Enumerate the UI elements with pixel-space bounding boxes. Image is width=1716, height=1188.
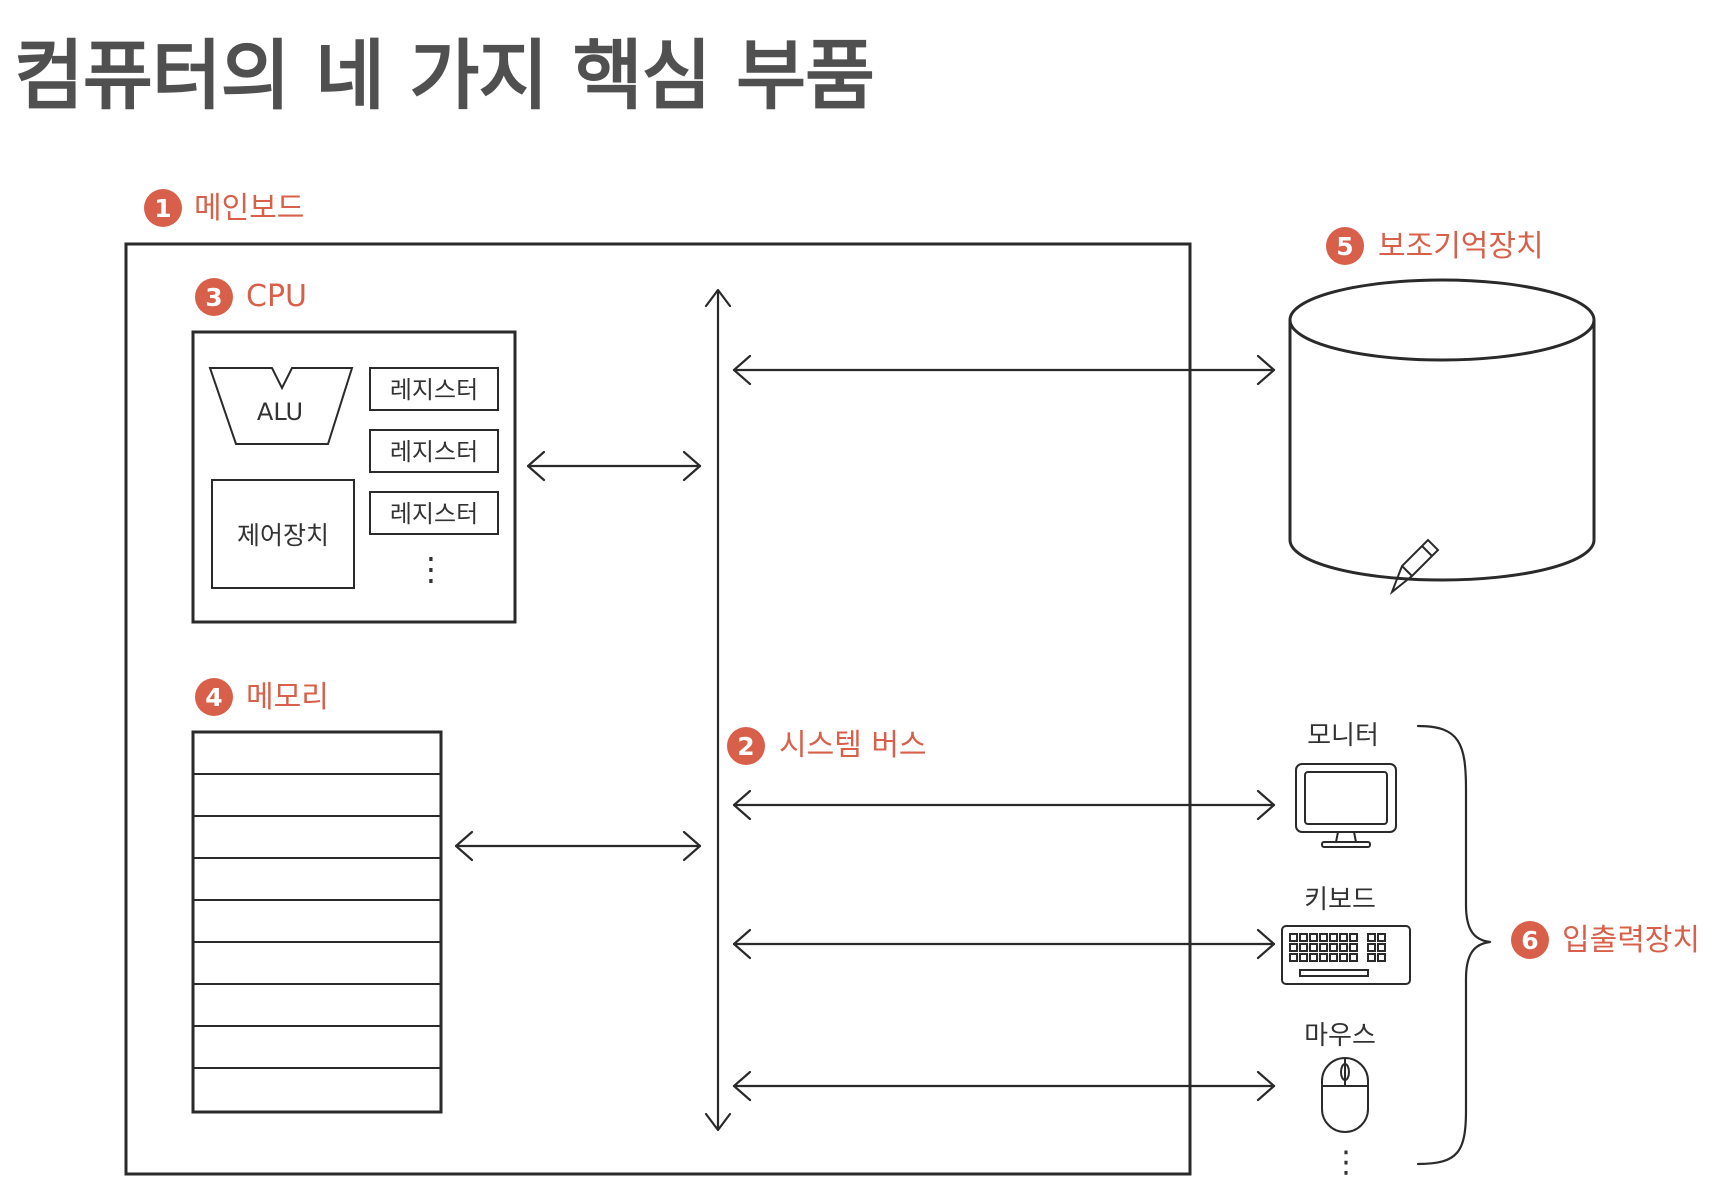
register-ellipsis: ⋮ xyxy=(415,550,447,588)
system-bus-line xyxy=(704,288,732,1132)
keyboard-key xyxy=(1319,943,1328,952)
mainboard-box xyxy=(124,242,1192,1176)
keyboard-key xyxy=(1319,953,1328,962)
keyboard-key xyxy=(1309,933,1318,942)
svg-text:메인보드: 메인보드 xyxy=(194,191,304,226)
svg-text:1: 1 xyxy=(154,194,171,223)
svg-text:6: 6 xyxy=(1521,926,1538,955)
control-unit-label: 제어장치 xyxy=(237,521,329,550)
storage-cylinder-icon xyxy=(1288,278,1596,582)
svg-text:시스템 버스: 시스템 버스 xyxy=(779,728,927,763)
keyboard-key xyxy=(1299,943,1308,952)
register-box xyxy=(369,367,499,411)
register-label: 레지스터 xyxy=(390,376,478,404)
mainboard-label: 1 메인보드 xyxy=(144,189,304,227)
svg-text:입출력장치: 입출력장치 xyxy=(1562,923,1700,958)
keyboard-key xyxy=(1367,943,1376,952)
keyboard-key xyxy=(1339,943,1348,952)
keyboard-key xyxy=(1329,933,1338,942)
pencil-icon xyxy=(1389,538,1440,596)
keyboard-key xyxy=(1367,953,1376,962)
system-bus-label: 2 시스템 버스 xyxy=(727,727,927,765)
arrow-bus-mouse xyxy=(732,1070,1276,1102)
mouse-label: 마우스 xyxy=(1304,1021,1376,1051)
keyboard-key xyxy=(1367,933,1376,942)
keyboard-key xyxy=(1289,933,1298,942)
arrow-bus-storage xyxy=(732,354,1276,386)
keyboard-key xyxy=(1289,953,1298,962)
register-box xyxy=(369,491,499,535)
keyboard-key xyxy=(1377,943,1386,952)
svg-text:메모리: 메모리 xyxy=(246,680,329,715)
svg-text:5: 5 xyxy=(1336,232,1353,261)
keyboard-key xyxy=(1339,933,1348,942)
keyboard-key xyxy=(1309,943,1318,952)
svg-text:2: 2 xyxy=(737,732,754,761)
arrow-memory-bus xyxy=(454,830,702,862)
svg-text:CPU: CPU xyxy=(246,279,307,314)
arrow-bus-keyboard xyxy=(732,928,1276,960)
monitor-icon xyxy=(1295,763,1397,848)
keyboard-key xyxy=(1349,933,1358,942)
keyboard-key xyxy=(1299,933,1308,942)
register-label: 레지스터 xyxy=(390,500,478,528)
keyboard-key xyxy=(1299,953,1308,962)
keyboard-key xyxy=(1377,933,1386,942)
keyboard-key xyxy=(1339,953,1348,962)
keyboard-key xyxy=(1309,953,1318,962)
arrow-cpu-bus xyxy=(526,450,702,482)
keyboard-key xyxy=(1329,953,1338,962)
io-ellipsis: ⋮ xyxy=(1331,1145,1361,1180)
svg-text:3: 3 xyxy=(205,283,222,312)
memory-block xyxy=(191,730,443,1114)
keyboard-key xyxy=(1319,933,1328,942)
keyboard-icon xyxy=(1281,925,1411,985)
cpu-box xyxy=(191,330,517,624)
monitor-label: 모니터 xyxy=(1307,721,1379,751)
keyboard-key xyxy=(1349,943,1358,952)
svg-text:4: 4 xyxy=(205,683,222,712)
storage-label: 5 보조기억장치 xyxy=(1326,227,1544,265)
keyboard-key xyxy=(1377,953,1386,962)
keyboard-key xyxy=(1329,943,1338,952)
arrow-bus-monitor xyxy=(732,789,1276,821)
alu-label: ALU xyxy=(257,398,303,426)
alu-shape xyxy=(208,367,354,445)
control-unit-box xyxy=(211,479,355,589)
keyboard-label: 키보드 xyxy=(1304,885,1376,915)
memory-label: 4 메모리 xyxy=(195,678,329,716)
register-box xyxy=(369,429,499,473)
cpu-label: 3 CPU xyxy=(195,278,307,316)
io-label: 6 입출력장치 xyxy=(1511,921,1700,959)
keyboard-key xyxy=(1349,953,1358,962)
mouse-icon xyxy=(1321,1057,1369,1133)
svg-text:보조기억장치: 보조기억장치 xyxy=(1378,229,1544,264)
io-brace xyxy=(1416,724,1492,1166)
page-title: 컴퓨터의 네 가지 핵심 부품 xyxy=(14,31,875,120)
keyboard-key xyxy=(1289,943,1298,952)
register-label: 레지스터 xyxy=(390,438,478,466)
